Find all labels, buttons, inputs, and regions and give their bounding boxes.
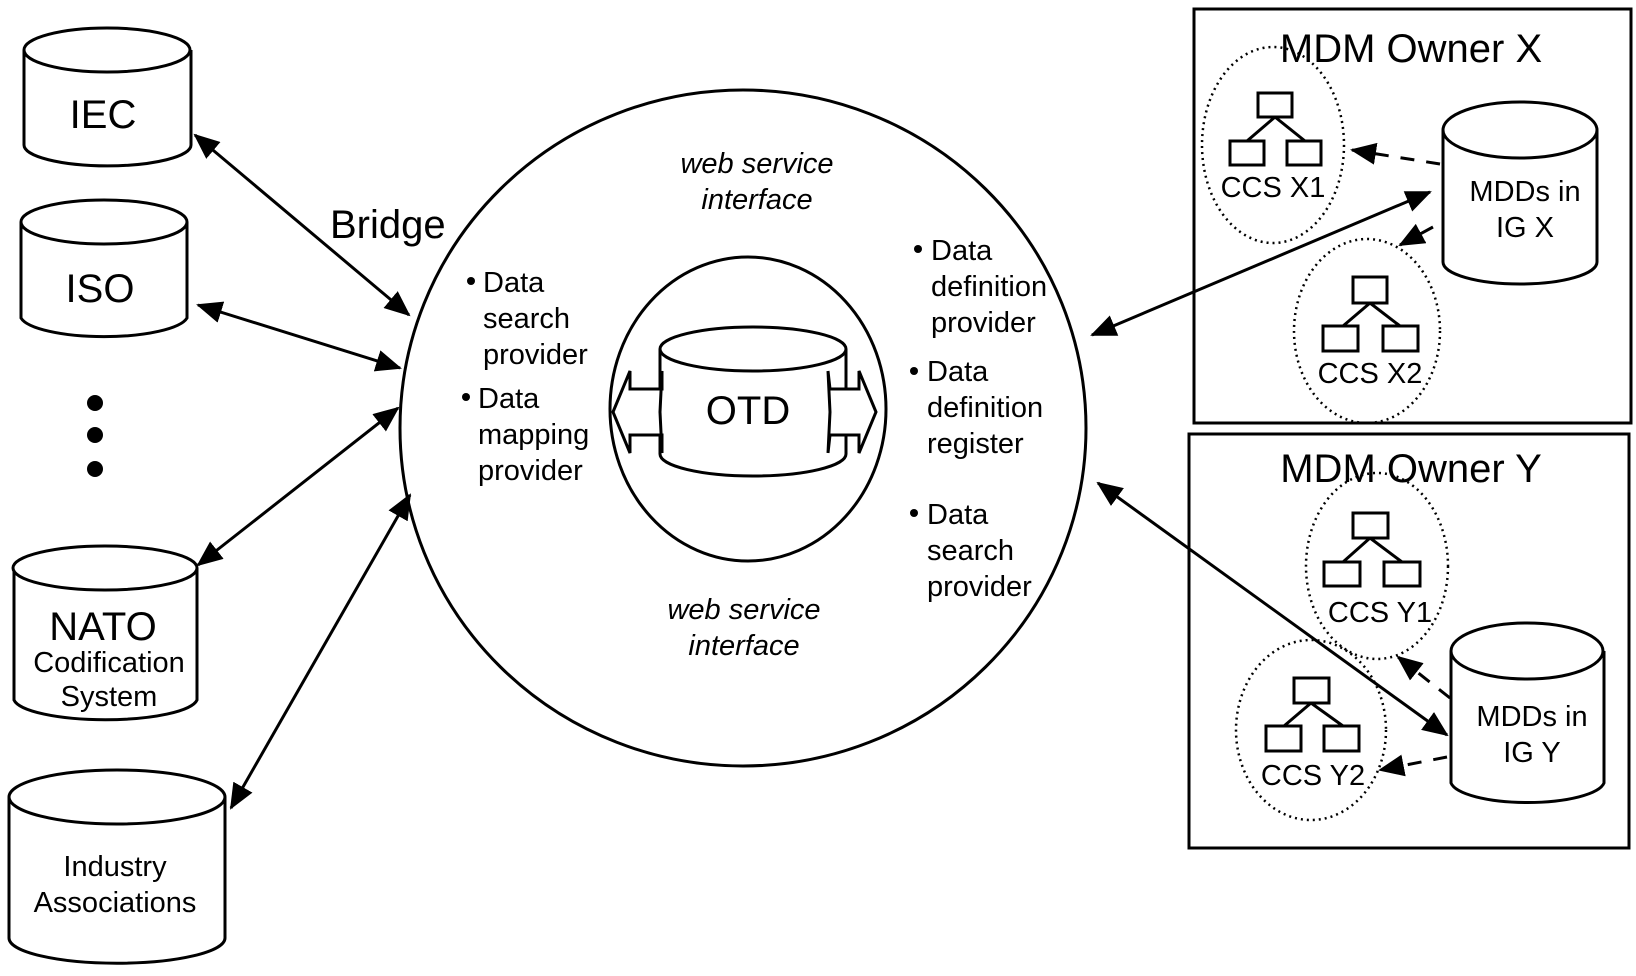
service-item: Data [478, 383, 540, 415]
web-service-label-top: web service [680, 148, 833, 180]
arrow-owner-x-to-otd [1090, 190, 1432, 337]
otd-database: OTD [658, 325, 848, 478]
bullet-icon [462, 393, 470, 401]
arrow-iec-bridge [193, 133, 411, 317]
source-label: Associations [34, 887, 197, 919]
repository-label: MDDs in [1476, 701, 1587, 733]
ccs-y2: CCS Y2 [1234, 638, 1388, 822]
ellipsis-dot [87, 395, 103, 411]
bullet-icon [910, 367, 918, 375]
owner-title: MDM Owner Y [1280, 447, 1542, 491]
service-item: mapping [478, 419, 589, 451]
bullet-icon [914, 245, 922, 253]
repository-label: IG X [1496, 212, 1554, 244]
left-service-list: Data search provider Data mapping provid… [462, 267, 589, 487]
service-item: definition [931, 271, 1047, 303]
web-service-label-bottom: interface [688, 630, 799, 662]
service-item: register [927, 428, 1024, 460]
web-service-label-top: interface [701, 184, 812, 216]
ellipsis-dots [87, 395, 103, 477]
ellipsis-dot [87, 427, 103, 443]
service-item: definition [927, 392, 1043, 424]
service-item: Data [931, 235, 993, 267]
arrow-iso-bridge [196, 301, 402, 372]
service-item: provider [483, 339, 588, 371]
source-label: IEC [70, 93, 137, 137]
mdd-repository-x: MDDs in IG X [1441, 100, 1599, 286]
ccs-y1: CCS Y1 [1304, 471, 1450, 661]
hierarchy-icon [1264, 676, 1361, 753]
source-label: Industry [63, 851, 167, 883]
mdm-owner-y-box: MDM Owner Y CCS Y1 CCS Y2 [1187, 432, 1631, 850]
otd-label: OTD [706, 389, 790, 433]
bullet-icon [910, 509, 918, 517]
source-label: Codification [33, 647, 185, 679]
repository-label: MDDs in [1469, 176, 1580, 208]
source-db-industry: Industry Associations [7, 768, 227, 965]
arrow-nato-bridge [196, 406, 400, 567]
owner-title: MDM Owner X [1280, 27, 1542, 71]
service-item: Data [927, 356, 989, 388]
otd-exchange-arrow-left [611, 370, 664, 454]
otd-exchange-arrow-right [826, 370, 878, 454]
arrow-owner-y-to-otd [1096, 481, 1449, 737]
ccs-x2: CCS X2 [1292, 237, 1442, 425]
hierarchy-icon [1322, 511, 1422, 588]
ccs-label: CCS Y2 [1261, 760, 1365, 792]
bridge-arrows [193, 133, 412, 810]
bullet-icon [467, 277, 475, 285]
dashed-arrow-to-ccs-x2 [1398, 223, 1434, 247]
ccs-label: CCS Y1 [1328, 597, 1432, 629]
mdm-owner-x-box: MDM Owner X CCS X1 CCS X2 [1192, 7, 1633, 425]
arrow-industry-bridge [229, 493, 412, 810]
hierarchy-icon [1228, 91, 1323, 167]
source-label: ISO [66, 267, 135, 311]
source-label: System [61, 681, 158, 713]
hierarchy-icon [1321, 275, 1420, 353]
service-item: Data [483, 267, 545, 299]
ccs-x1: CCS X1 [1200, 45, 1346, 245]
otd-core-boundary [608, 255, 888, 563]
dashed-arrow-to-ccs-y1 [1396, 655, 1451, 700]
dashed-arrow-to-ccs-x1 [1350, 142, 1441, 166]
source-db-iec: IEC [22, 26, 193, 168]
web-service-label-bottom: web service [667, 594, 820, 626]
repository-label: IG Y [1503, 737, 1561, 769]
service-item: provider [478, 455, 583, 487]
bridge-label: Bridge [330, 203, 446, 247]
mdd-repository-y: MDDs in IG Y [1449, 621, 1606, 804]
service-item: provider [931, 307, 1036, 339]
source-db-nato: NATO Codification System [11, 544, 199, 722]
source-label: NATO [49, 605, 156, 649]
service-item: Data [927, 499, 989, 531]
ccs-label: CCS X2 [1318, 358, 1423, 390]
ellipsis-dot [87, 461, 103, 477]
service-item: search [483, 303, 570, 335]
web-service-boundary [398, 88, 1088, 768]
ccs-label: CCS X1 [1221, 172, 1326, 204]
service-item: search [927, 535, 1014, 567]
dashed-arrow-to-ccs-y2 [1378, 754, 1448, 777]
source-db-iso: ISO [19, 198, 189, 339]
service-item: provider [927, 571, 1032, 603]
right-service-list: Data definition provider Data definition… [910, 235, 1047, 603]
